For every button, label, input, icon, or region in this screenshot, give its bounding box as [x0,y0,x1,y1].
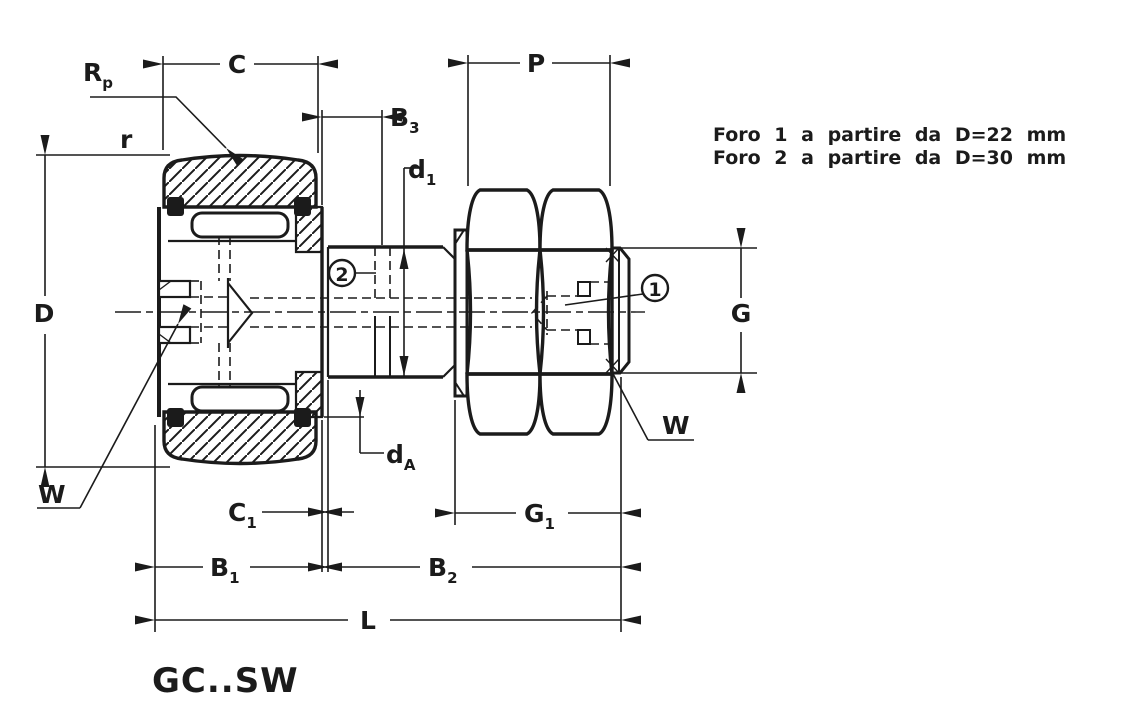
dim-label-g: G [731,299,752,328]
dim-label-c1: C1 [228,498,257,532]
note-line-1: Foro 1 a partire da D=22 mm [713,124,1066,146]
part-code: GC..SW [152,661,299,701]
roller-outer-ring [162,153,318,466]
hole1-callout-number: 1 [648,279,661,301]
hole2-callout-circle [327,258,357,288]
dim-label-rp: Rp [83,58,113,92]
dim-label-w-left: W [38,480,66,509]
stud-shaft [328,245,456,379]
dim-label-l: L [360,606,376,635]
stud-collar [294,205,330,419]
dim-label-c: C [228,50,246,79]
dim-label-b2: B2 [428,553,458,587]
hole2-lower [374,316,391,377]
washer [453,228,469,398]
dim-label-d1: d1 [408,155,436,189]
dim-label-r: r [120,125,133,154]
dimension-lines [36,55,757,632]
dim-label-w-right: W [662,411,690,440]
seals [167,197,311,427]
dim-label-g1: G1 [524,499,555,533]
small-arrowheads [355,249,409,417]
callout-circles [327,258,670,303]
hole1-callout-circle [640,273,670,303]
dim-label-d: D [34,299,55,328]
dim-label-b1: B1 [210,553,240,587]
dim-label-da: dA [386,440,416,474]
hex-socket-right [530,281,612,345]
hole2-callout-number: 2 [335,264,348,286]
dim-label-b3: B3 [390,103,420,137]
hex-nut-2 [538,188,614,436]
dim-label-p: P [527,49,545,78]
stud-head [157,207,296,417]
needle-rollers [190,211,290,413]
note-line-2: Foro 2 a partire da D=30 mm [713,147,1066,169]
